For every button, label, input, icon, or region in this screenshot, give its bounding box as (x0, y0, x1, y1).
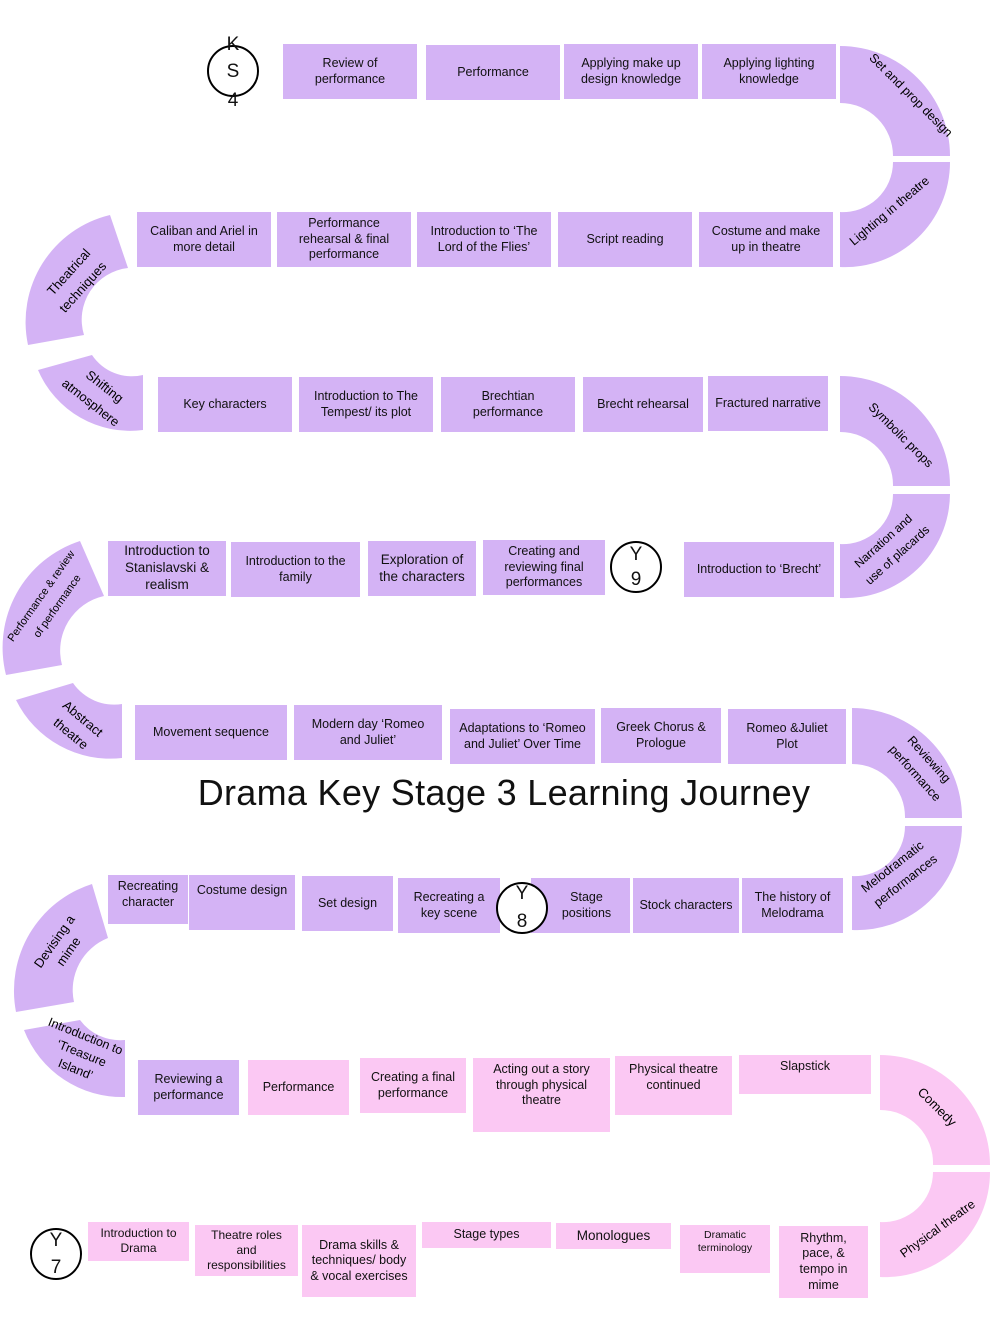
step-tempest-plot: Introduction to The Tempest/ its plot (299, 377, 433, 432)
marker-y7: Y 7 (30, 1228, 82, 1280)
curve-physical-theatre (880, 1172, 991, 1278)
step-make-up-design: Applying make up design knowledge (564, 44, 698, 99)
marker-ks4-top: K (226, 34, 240, 55)
step-intro-drama: Introduction to Drama (88, 1222, 189, 1261)
step-set-design: Set design (302, 876, 393, 931)
step-performance-rehearsal: Performance rehearsal & final performanc… (277, 212, 411, 267)
marker-y9-bottom: 9 (630, 569, 642, 590)
step-brechtian-performance: Brechtian performance (441, 377, 575, 432)
marker-ks4-mid: S (226, 61, 240, 82)
step-intro-family: Introduction to the family (231, 542, 360, 597)
step-acting-physical-theatre: Acting out a story through physical thea… (473, 1058, 610, 1132)
marker-y9-top: Y (629, 544, 643, 565)
step-script-reading: Script reading (558, 212, 692, 267)
step-stage-types: Stage types (422, 1222, 551, 1248)
step-stanislavski: Introduction to Stanislavski & realism (108, 541, 226, 596)
step-creating-final-performance: Creating a final performance (360, 1058, 466, 1113)
curve-symbolic-props (840, 376, 950, 486)
step-creating-reviewing: Creating and reviewing final performance… (483, 540, 605, 595)
step-modern-romeo-juliet: Modern day ‘Romeo and Juliet’ (294, 705, 442, 760)
marker-y8-bottom: 8 (516, 911, 528, 932)
marker-ks4: K S 4 (207, 35, 259, 110)
step-review-of-performance: Review of performance (283, 44, 417, 99)
marker-y7-top: Y (49, 1230, 63, 1251)
step-caliban-ariel: Caliban and Ariel in more detail (137, 212, 271, 267)
step-performance-y7: Performance (248, 1060, 349, 1115)
marker-y8: Y 8 (496, 882, 548, 934)
step-stock-characters: Stock characters (633, 878, 739, 933)
step-movement-sequence: Movement sequence (135, 705, 287, 760)
step-recreating-character: Recreating character (108, 875, 188, 924)
step-dramatic-terminology: Dramatic terminology (680, 1225, 770, 1273)
curve-lighting-in-theatre (840, 162, 951, 268)
curve-performance-review (2, 541, 104, 675)
marker-y9: Y 9 (610, 541, 662, 593)
step-drama-skills: Drama skills & techniques/ body & vocal … (302, 1225, 416, 1297)
step-performance-ks4: Performance (426, 45, 560, 100)
step-reviewing-a-performance: Reviewing a performance (138, 1060, 239, 1115)
step-slapstick: Slapstick (739, 1055, 871, 1094)
curve-abstract-theatre (16, 683, 122, 759)
step-costume-make-up: Costume and make up in theatre (699, 212, 833, 267)
step-physical-theatre-continued: Physical theatre continued (615, 1056, 732, 1115)
step-lighting-knowledge: Applying lighting knowledge (702, 44, 836, 99)
step-history-melodrama: The history of Melodrama (742, 878, 843, 933)
step-theatre-roles: Theatre roles and responsibilities (195, 1225, 298, 1276)
step-fractured-narrative: Fractured narrative (708, 376, 828, 431)
curve-melodramatic-performances (852, 826, 962, 931)
curve-comedy (880, 1055, 990, 1165)
marker-ks4-bottom: 4 (227, 90, 239, 111)
curve-shifting-atmosphere (38, 355, 143, 431)
curve-set-prop-design (840, 46, 950, 156)
step-intro-brecht: Introduction to ‘Brecht’ (684, 542, 834, 597)
step-brecht-rehearsal: Brecht rehearsal (583, 377, 703, 432)
step-recreating-key-scene: Recreating a key scene (398, 878, 500, 933)
marker-y8-top: Y (515, 883, 529, 904)
curve-reviewing-performance (852, 708, 962, 818)
step-greek-chorus: Greek Chorus & Prologue (601, 708, 721, 763)
step-rhythm-pace-tempo: Rhythm, pace, & tempo in mime (779, 1226, 868, 1298)
step-costume-design: Costume design (189, 875, 295, 930)
step-monologues: Monologues (556, 1223, 671, 1249)
step-exploration-characters: Exploration of the characters (368, 541, 476, 596)
step-key-characters: Key characters (158, 377, 292, 432)
marker-y7-bottom: 7 (50, 1257, 62, 1278)
curve-treasure-island (24, 1020, 125, 1098)
curve-theatrical-techniques (25, 215, 129, 345)
step-romeo-juliet-plot: Romeo &Juliet Plot (728, 709, 846, 764)
step-adaptations-romeo-juliet: Adaptations to ‘Romeo and Juliet’ Over T… (450, 709, 595, 764)
step-lord-of-the-flies: Introduction to ‘The Lord of the Flies’ (417, 212, 551, 267)
curve-devising-mime (13, 884, 108, 1012)
curve-narration-placards (840, 494, 950, 599)
page-title: Drama Key Stage 3 Learning Journey (197, 772, 811, 813)
